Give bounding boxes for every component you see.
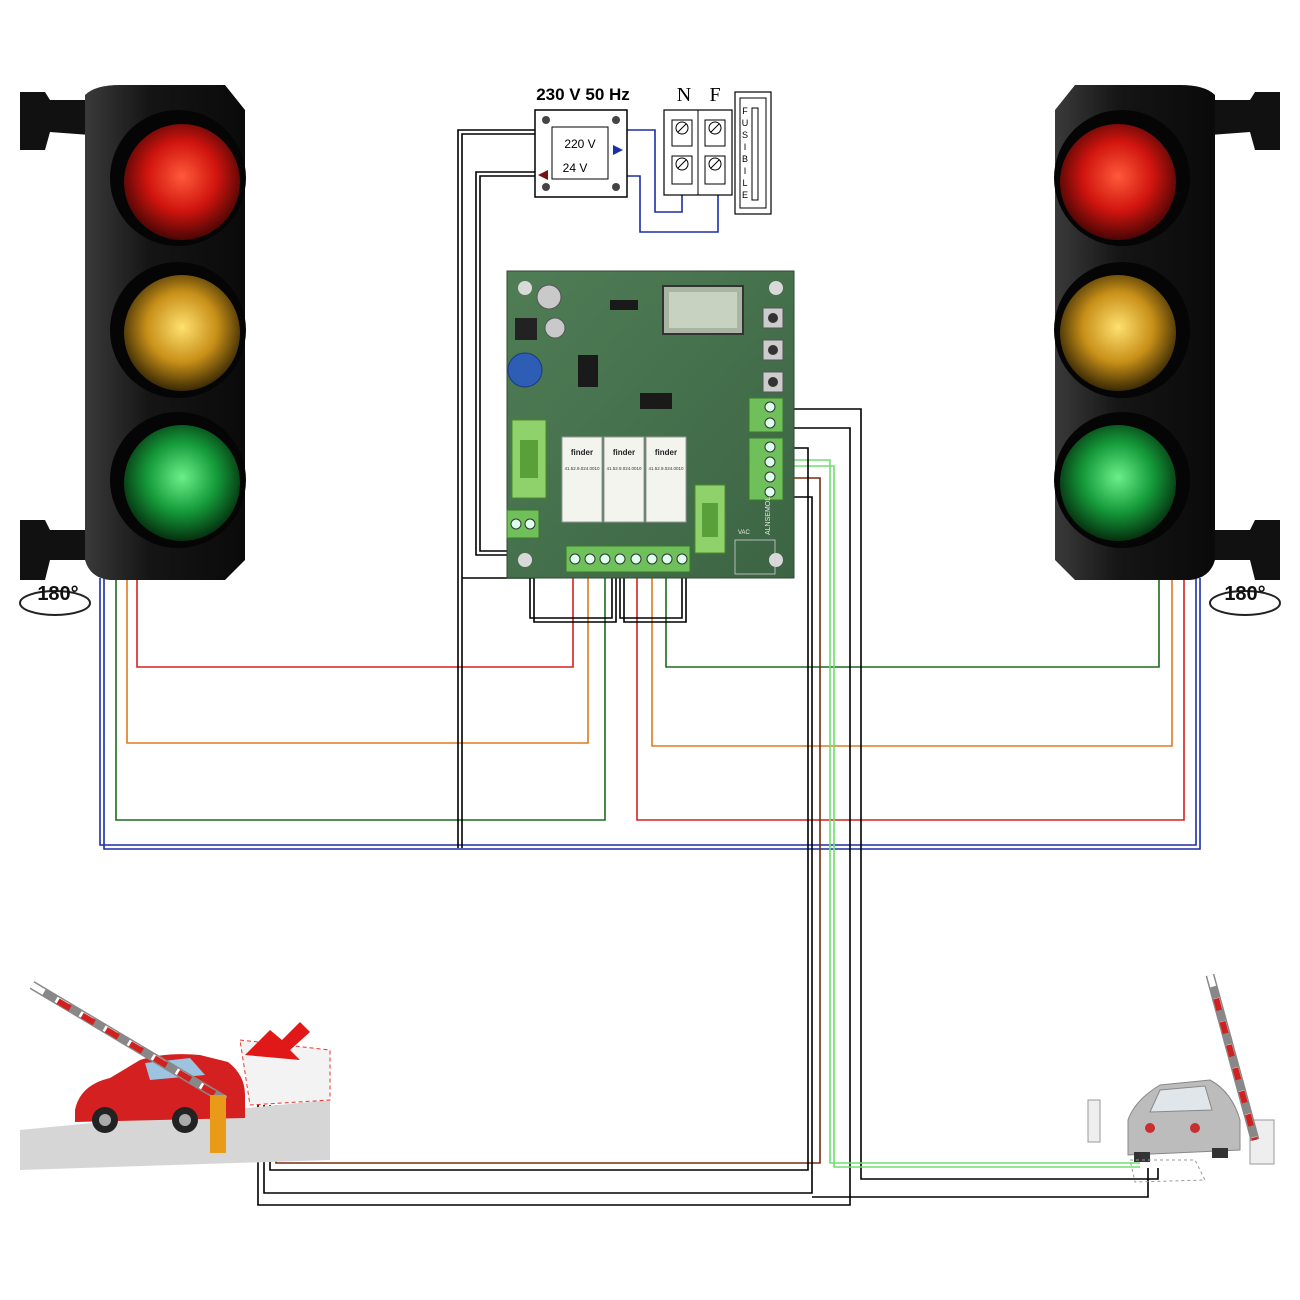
fuse-letter: B xyxy=(742,154,748,164)
grey-car-icon xyxy=(1127,1079,1241,1162)
right-loop-area xyxy=(1129,1159,1206,1183)
neutral-bus-wire xyxy=(99,578,1201,850)
right-rotation-icon xyxy=(1209,590,1281,616)
left-rotation-icon xyxy=(19,590,91,616)
supply-label: 230 V 50 Hz xyxy=(536,85,630,104)
left-green-lamp xyxy=(110,412,246,548)
left-red-lamp xyxy=(110,110,246,246)
left-barrier-scene xyxy=(20,981,331,1170)
secondary-arrow-icon xyxy=(538,170,548,180)
relay xyxy=(561,436,603,523)
regulator xyxy=(515,318,537,340)
fuse-letter: E xyxy=(742,190,748,200)
detector-terminal-block xyxy=(748,397,784,433)
fuse-letter: F xyxy=(742,106,748,116)
relay xyxy=(603,436,645,523)
capacitor xyxy=(544,317,566,339)
right-barrier-arm xyxy=(1205,973,1260,1142)
left-rotation-label: 180° xyxy=(37,583,78,605)
fuse-letter: I xyxy=(744,142,747,152)
transformer-phase-wire xyxy=(627,175,719,233)
terminal-n-label: N xyxy=(677,84,691,106)
left-red-wire xyxy=(136,578,574,668)
relay-code: 41.52.9.024.0010 xyxy=(564,466,600,471)
right-traffic-light: 180° xyxy=(1054,85,1281,616)
ic-chip xyxy=(640,393,672,409)
right-amber-wire xyxy=(651,578,1173,747)
right-red-wire xyxy=(636,578,1185,821)
right-amber-lamp xyxy=(1054,262,1190,398)
left-amber-lamp xyxy=(110,262,246,398)
relay-brand: finder xyxy=(655,448,677,457)
relay-code: 41.52.9.024.0010 xyxy=(648,466,684,471)
relays: finder finder finder 41.52.9.024.0010 41… xyxy=(561,436,687,523)
right-rotation-label: 180° xyxy=(1224,583,1265,605)
fuse-letter: S xyxy=(742,130,748,140)
relay-brand: finder xyxy=(571,448,593,457)
left-barrier-arm xyxy=(29,981,228,1104)
direction-arrow-icon xyxy=(245,1022,310,1060)
control-board: finder finder finder 41.52.9.024.0010 41… xyxy=(506,270,795,579)
capacitor xyxy=(536,284,562,310)
right-top-bracket xyxy=(1210,92,1280,150)
board-model-text: ALNSEMOL xyxy=(765,497,772,535)
transformer-secondary-label: 24 V xyxy=(563,161,588,175)
right-sensor-post xyxy=(1087,1099,1101,1143)
power-supply: 230 V 50 Hz 220 V 24 V N F F xyxy=(534,84,772,215)
right-red-lamp xyxy=(1054,110,1190,246)
ic-chip xyxy=(610,300,638,310)
fuse-letter: L xyxy=(742,178,747,188)
right-green-wire xyxy=(665,578,1160,668)
transformer-neutral-wire xyxy=(627,129,683,213)
wires xyxy=(99,129,1201,1206)
left-barrier-post xyxy=(210,1095,226,1153)
ic-chip xyxy=(578,355,598,387)
primary-arrow-icon xyxy=(613,145,623,155)
relay xyxy=(645,436,687,523)
left-top-bracket xyxy=(20,92,90,150)
capacitor xyxy=(507,352,543,388)
fuse-letter: I xyxy=(744,166,747,176)
left-green-wire xyxy=(115,578,606,821)
terminal-f-label: F xyxy=(709,84,720,106)
board-vac-label: VAC xyxy=(738,530,751,536)
left-amber-wire xyxy=(126,578,589,744)
fuse-letters: F U S I B I L E xyxy=(742,106,749,200)
supply-wires xyxy=(457,129,535,848)
road-surface xyxy=(20,1100,330,1170)
vac-connector xyxy=(734,539,776,575)
right-bottom-bracket xyxy=(1210,520,1280,580)
right-green-lamp xyxy=(1054,412,1190,548)
relay-code: 41.52.9.024.0010 xyxy=(606,466,642,471)
left-bottom-bracket xyxy=(20,520,90,580)
fuse-letter: U xyxy=(742,118,749,128)
right-barrier-scene xyxy=(1087,973,1275,1183)
transformer-primary-label: 220 V xyxy=(564,137,595,151)
left-traffic-light: 180° xyxy=(19,85,246,616)
relay-brand: finder xyxy=(613,448,635,457)
